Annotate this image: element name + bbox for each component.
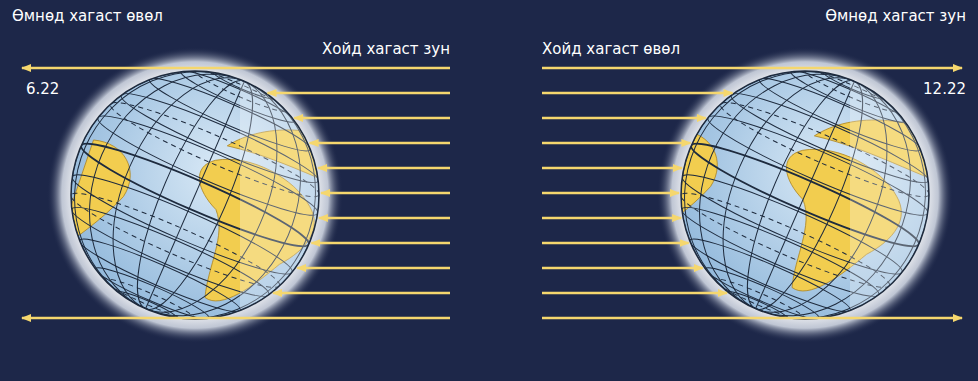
globe-outline — [71, 71, 319, 319]
sun-ray — [310, 142, 450, 145]
date-label: 6.22 — [26, 80, 59, 98]
sun-ray — [542, 67, 962, 70]
sun-ray — [542, 167, 682, 170]
sun-ray — [294, 117, 450, 120]
tilted-grid — [32, 32, 414, 381]
season-label: Өмнөд хагаст зун — [825, 7, 966, 25]
tilted-grid — [627, 25, 978, 372]
globe-surface — [627, 25, 978, 372]
date-label: 12.22 — [923, 80, 966, 98]
sun-ray — [297, 267, 450, 270]
sun-ray — [268, 92, 450, 95]
season-label: Хойд хагаст өвөл — [542, 40, 680, 58]
day-side — [850, 71, 974, 319]
sun-ray — [273, 292, 450, 295]
sun-ray — [311, 242, 450, 245]
sun-ray — [319, 217, 450, 220]
sun-ray — [542, 292, 727, 295]
sun-ray — [542, 192, 679, 195]
sun-ray — [542, 92, 732, 95]
globe-outline — [681, 71, 929, 319]
earth-globe — [627, 25, 978, 372]
meridian-line — [146, 81, 245, 308]
earth-globe — [32, 32, 414, 381]
sun-ray — [542, 242, 689, 245]
season-label: Хойд хагаст зун — [322, 40, 450, 58]
globe-surface — [32, 32, 414, 381]
sun-ray — [318, 167, 450, 170]
sun-ray — [542, 267, 703, 270]
sun-ray — [542, 217, 681, 220]
sun-ray — [22, 317, 450, 320]
day-side — [240, 71, 364, 319]
season-label: Өмнөд хагаст өвөл — [12, 7, 163, 25]
sun-ray — [542, 142, 690, 145]
meridian-line — [756, 81, 855, 308]
sun-ray — [542, 317, 962, 320]
sun-ray — [542, 117, 706, 120]
sun-ray — [321, 192, 450, 195]
sun-ray — [22, 67, 450, 70]
